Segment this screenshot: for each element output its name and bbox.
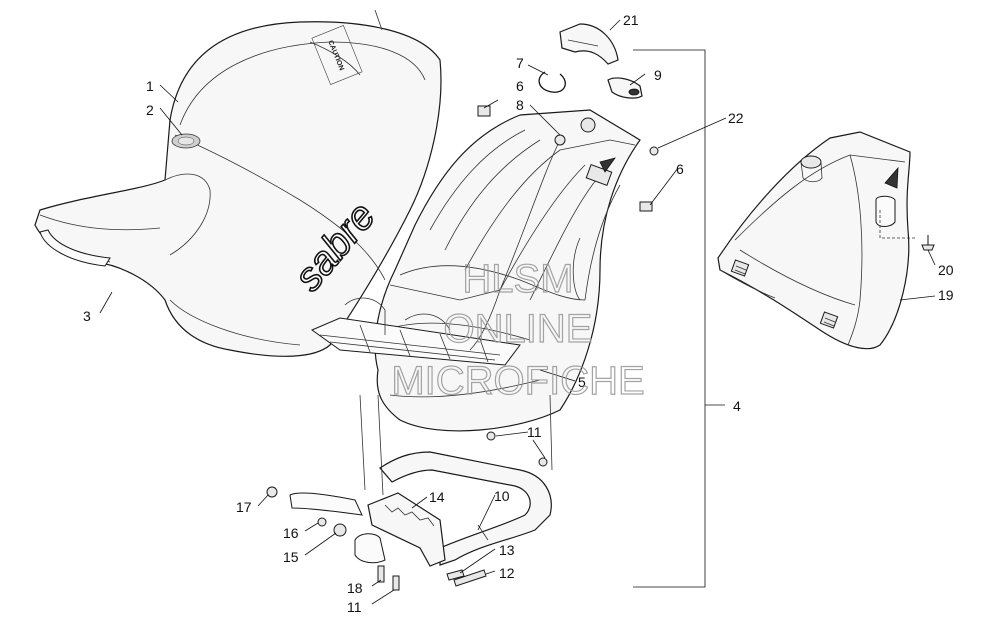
rivet-part-18 xyxy=(377,565,385,583)
callout-22: 22 xyxy=(728,110,744,126)
bushing-part-17 xyxy=(266,486,278,498)
callout-11a: 11 xyxy=(527,424,542,440)
mount-bracket-part-14 xyxy=(289,492,446,567)
cover-arrow-icon xyxy=(884,166,899,189)
assembly-bracket-line xyxy=(633,49,706,588)
callout-3: 3 xyxy=(83,308,91,324)
watermark: HLSM ONLINE MICROFICHE xyxy=(391,256,646,403)
clip-part-11a-top xyxy=(486,431,496,441)
rear-rack-grate xyxy=(310,317,521,366)
callout-15: 15 xyxy=(283,549,299,565)
grab-bar-part-10 xyxy=(379,451,552,566)
callout-13: 13 xyxy=(499,542,515,558)
callout-12: 12 xyxy=(499,565,515,581)
callout-5: 5 xyxy=(578,374,586,390)
callout-16: 16 xyxy=(283,525,299,541)
nut-part-15 xyxy=(333,523,347,537)
watermark-line-2: ONLINE xyxy=(444,307,593,351)
rivet-part-11b xyxy=(392,575,400,591)
cover-latch-right xyxy=(819,311,839,329)
seat-emblem xyxy=(171,133,201,149)
callout-1: 1 xyxy=(146,78,154,94)
callout-14: 14 xyxy=(429,489,445,505)
callout-19: 19 xyxy=(938,287,954,303)
seat-cable xyxy=(469,117,596,351)
callout-6b: 6 xyxy=(676,161,684,177)
leader-lines xyxy=(99,19,936,605)
callout-labels: 1 2 3 4 5 6 6 7 8 9 10 11 11 12 13 14 15… xyxy=(83,12,954,615)
callout-7: 7 xyxy=(516,55,524,71)
callout-8: 8 xyxy=(516,97,524,113)
screw-part-22 xyxy=(649,146,659,156)
callout-11b: 11 xyxy=(347,599,362,615)
callout-18: 18 xyxy=(347,580,363,596)
support-struts xyxy=(359,394,553,496)
latch-arrow-icon xyxy=(599,157,616,173)
callout-20: 20 xyxy=(938,262,954,278)
storage-cover-part-19 xyxy=(717,131,915,350)
callout-4: 4 xyxy=(733,398,741,414)
callout-21: 21 xyxy=(623,12,639,28)
watermark-line-3: MICROFICHE xyxy=(391,359,644,403)
clip-part-11a-bottom xyxy=(538,457,548,467)
latch-handle-part-9 xyxy=(607,77,643,99)
callout-17: 17 xyxy=(236,499,252,515)
seat-strap xyxy=(39,229,111,267)
callout-10: 10 xyxy=(494,488,510,504)
clip-part-6a xyxy=(477,105,491,117)
seat-latch xyxy=(585,157,616,186)
watermark-line-1: HLSM xyxy=(462,257,573,301)
callout-6a: 6 xyxy=(516,78,524,94)
retaining-ring-part-7 xyxy=(538,71,566,93)
washer-part-13 xyxy=(446,569,465,581)
seat-base-brackets xyxy=(344,284,501,335)
cover-latch-left xyxy=(730,259,750,277)
small-hardware xyxy=(266,431,548,591)
callout-2: 2 xyxy=(146,102,154,118)
clip-part-6b xyxy=(639,201,653,212)
latch-cover-part-21 xyxy=(559,23,619,65)
washer-part-16 xyxy=(317,517,327,527)
fastener-part-20 xyxy=(921,235,935,251)
seat-cushion xyxy=(34,9,442,357)
callout-9: 9 xyxy=(654,67,662,83)
bolt-part-12 xyxy=(453,569,487,587)
